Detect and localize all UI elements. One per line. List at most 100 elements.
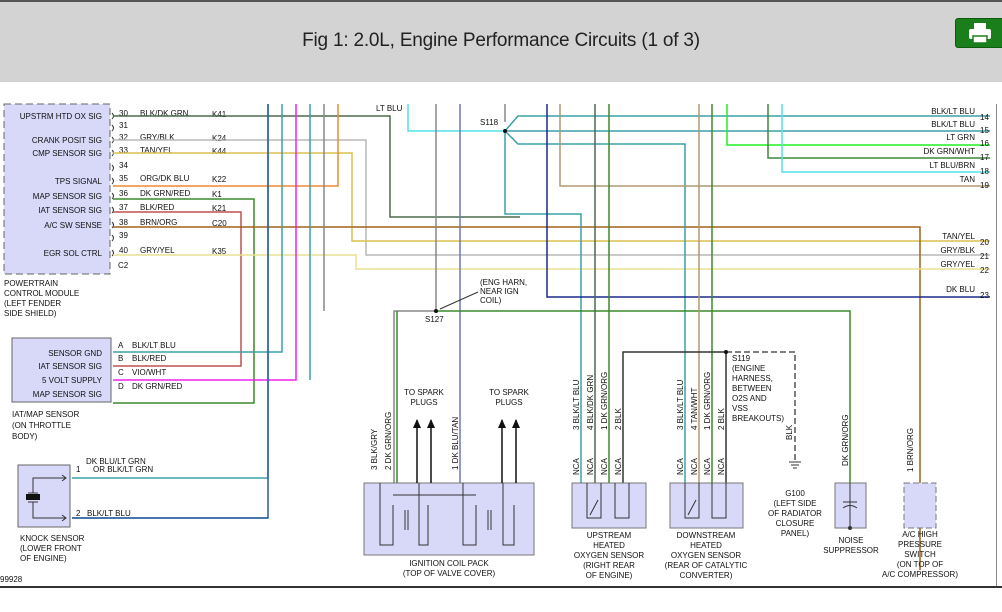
noise-suppressor-label: SUPPRESSOR <box>823 546 879 555</box>
offpage-wire-color: DK GRN/WHT <box>923 147 975 156</box>
pcm-wire-color: GRY/BLK <box>140 133 175 142</box>
wire-pin35 <box>113 104 339 187</box>
wire-23 <box>546 104 990 298</box>
upstream-o2-wire-label: 1 DK GRN/ORG <box>600 372 609 430</box>
pcm-label: SIDE SHIELD) <box>4 309 57 318</box>
offpage-ref-number: 20 <box>980 238 989 247</box>
iat-map-pin-function: MAP SENSOR SIG <box>33 390 102 399</box>
bottom-divider <box>0 586 1002 588</box>
ground-icon <box>789 461 801 469</box>
ac-pressure-switch-box <box>903 482 937 529</box>
offpage-ref-number: 14 <box>980 113 989 122</box>
s119-label: S119 <box>732 354 751 363</box>
upstream-o2-wire-label: 2 BLK <box>614 408 623 430</box>
pcm-circuit-id: K21 <box>212 204 227 213</box>
upstream-o2-sensor-box <box>571 482 647 529</box>
offpage-wire-color: GRY/BLK <box>940 246 975 255</box>
s119-note: O2S AND <box>732 394 767 403</box>
downstream-o2-wire-label: 3 BLK/LT BLU <box>676 379 685 430</box>
pcm-pin-function: CMP SENSOR SIG <box>32 149 102 158</box>
knock-pin-number: 2 <box>76 509 81 518</box>
upstream-o2-label: UPSTREAM <box>587 531 632 540</box>
iat-map-sensor-box <box>11 337 112 403</box>
coil-pack-label: (TOP OF VALVE COVER) <box>403 569 496 578</box>
ac-switch-label: SWITCH <box>904 550 936 559</box>
wire-pin33 <box>113 152 990 242</box>
coil-wire-label: 2 DK GRN/ORG <box>384 412 393 470</box>
coil-pack-label: IGNITION COIL PACK <box>409 559 489 568</box>
pcm-circuit-id: K41 <box>212 110 227 119</box>
connector-symbol <box>111 164 114 172</box>
arrow-up-icon <box>512 419 520 428</box>
ignition-coil-pack-box <box>363 482 535 556</box>
arrow-up-icon <box>498 419 506 428</box>
connector-symbol <box>111 192 114 200</box>
s119-note: BREAKOUTS) <box>732 414 784 423</box>
nca-label: NCA <box>572 457 581 475</box>
iat-map-label: BODY) <box>12 432 38 441</box>
iat-map-label: (ON THROTTLE <box>12 421 71 430</box>
pcm-pin-number: 36 <box>119 189 128 198</box>
connector-symbol <box>111 234 114 242</box>
wire-lt-blu <box>407 104 505 132</box>
wire-to-upstream <box>504 131 582 483</box>
spark-plugs-label: TO SPARK <box>404 388 444 397</box>
knock-wire-color-alt: OR BLK/LT GRN <box>93 465 153 474</box>
knock-wire-color: BLK/LT BLU <box>87 509 131 518</box>
iat-map-wire-color: VIO/WHT <box>132 368 166 377</box>
knock-sensor-label: KNOCK SENSOR <box>20 534 85 543</box>
pcm-pin-number: 40 <box>119 246 128 255</box>
s119-note: HARNESS, <box>732 374 773 383</box>
pcm-box <box>3 103 111 275</box>
s119-note: BETWEEN <box>732 384 772 393</box>
wire-17 <box>767 104 990 159</box>
connector-symbol <box>111 206 114 214</box>
offpage-wire-color: TAN/YEL <box>942 232 975 241</box>
knock-wire-color: DK BLU/LT GRN <box>86 457 146 466</box>
offpage-wire-color: TAN <box>960 175 976 184</box>
offpage-ref-number: 21 <box>980 252 989 261</box>
downstream-o2-wire-label: 2 BLK <box>717 408 726 430</box>
pcm-pin-number: 37 <box>119 203 128 212</box>
arrow-up-icon <box>413 419 421 428</box>
iat-map-pin-letter: C <box>118 368 124 377</box>
s127-label: S127 <box>425 315 444 324</box>
connector-symbol <box>111 124 114 132</box>
g100-wire-color: BLK <box>785 424 794 440</box>
noise-suppressor-symbol <box>842 483 858 530</box>
g100-label: PANEL) <box>781 529 810 538</box>
wire-to-downstream <box>504 130 686 483</box>
coil-wire-label: 1 DK BLU/TAN <box>451 417 460 470</box>
wire-18 <box>781 104 990 173</box>
offpage-wire-color: LT GRN <box>946 133 975 142</box>
wire-16 <box>726 104 990 146</box>
pcm-pin-number: 38 <box>119 218 128 227</box>
iat-map-pin-letter: D <box>118 382 124 391</box>
connector-symbol <box>111 249 114 257</box>
downstream-o2-label: HEATED <box>690 541 722 550</box>
downstream-o2-wire-label: 1 DK GRN/ORG <box>703 372 712 430</box>
ac-switch-label: A/C HIGH <box>902 530 938 539</box>
g100-label: (LEFT SIDE <box>774 499 817 508</box>
upstream-o2-label: OXYGEN SENSOR <box>574 551 644 560</box>
wire-pin30 <box>113 115 520 218</box>
nca-label: NCA <box>676 457 685 475</box>
wire-coil-2-noise <box>436 310 851 483</box>
iat-map-wire-color: BLK/LT BLU <box>132 341 176 350</box>
iat-map-pin-function: SENSOR GND <box>48 349 102 358</box>
upstream-o2-wire-label: 3 BLK/LT BLU <box>572 379 581 430</box>
print-button[interactable] <box>955 18 1002 48</box>
wire-19 <box>559 104 990 187</box>
wire-iat-a <box>113 104 283 353</box>
pcm-pin-number: 32 <box>119 133 128 142</box>
nca-label: NCA <box>614 457 623 475</box>
s127-pointer <box>439 291 479 310</box>
offpage-wire-color: GRY/YEL <box>940 260 975 269</box>
ac-switch-wire-label: 1 BRN/ORG <box>906 428 915 472</box>
pcm-pin-number: 35 <box>119 174 128 183</box>
pcm-wire-color: BLK/RED <box>140 203 174 212</box>
upstream-o2-label: (RIGHT REAR <box>583 561 635 570</box>
pcm-wire-color: DK GRN/RED <box>140 189 190 198</box>
printer-icon <box>969 23 991 44</box>
iat-map-wire-color: BLK/RED <box>132 354 166 363</box>
